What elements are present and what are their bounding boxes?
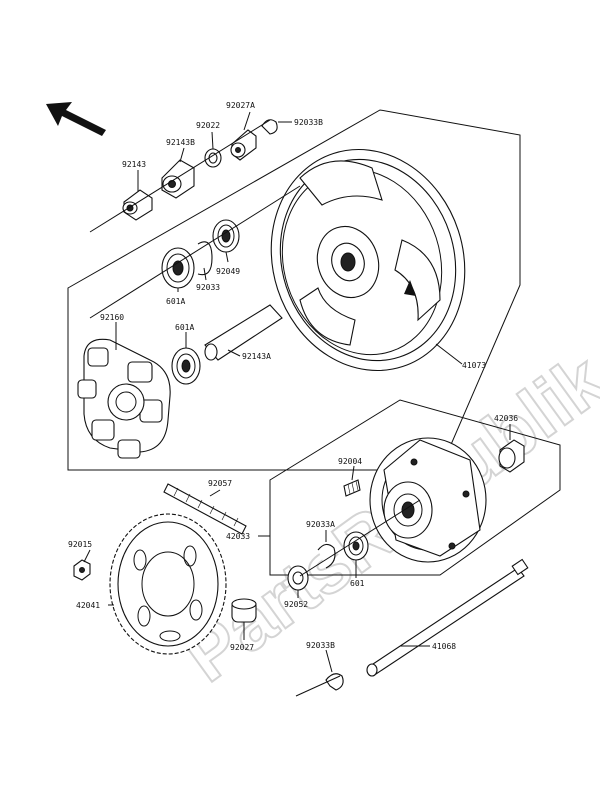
label-92052: 92052 xyxy=(284,600,308,609)
label-92033A: 92033A xyxy=(306,520,335,529)
spacer-92143A xyxy=(204,304,283,361)
bearing-601A-mid xyxy=(171,347,201,385)
sprocket-42041 xyxy=(109,513,227,655)
nut-92015 xyxy=(73,559,91,581)
cap-42036 xyxy=(498,439,525,473)
rear-wheel-41073 xyxy=(270,148,466,372)
bearing-601A-top xyxy=(161,247,195,289)
label-42033: 42033 xyxy=(226,532,250,541)
label-92027A: 92027A xyxy=(226,101,255,110)
direction-arrow-icon xyxy=(46,102,106,136)
label-92033: 92033 xyxy=(196,283,220,292)
label-92022: 92022 xyxy=(196,121,220,130)
hub-assembly-outline xyxy=(269,399,561,576)
collar-92027A xyxy=(230,129,257,161)
label-601: 601 xyxy=(350,579,365,588)
label-92143A: 92143A xyxy=(242,352,271,361)
collar-92143 xyxy=(122,189,153,221)
label-92143B: 92143B xyxy=(166,138,195,147)
axle-41068 xyxy=(366,558,529,677)
callout-lines xyxy=(83,111,511,673)
label-601A-mid: 601A xyxy=(175,323,194,332)
seal-92049 xyxy=(212,219,240,253)
label-92049: 92049 xyxy=(216,267,240,276)
bearing-601 xyxy=(343,531,369,561)
leader-line xyxy=(89,185,301,319)
wheel-assembly-outline xyxy=(67,109,521,471)
damper-92160 xyxy=(77,338,171,459)
label-42036: 42036 xyxy=(494,414,518,423)
leader-line xyxy=(299,499,421,577)
label-41068: 41068 xyxy=(432,642,456,651)
label-92004: 92004 xyxy=(338,457,362,466)
part-labels: 92027A 92033B 92022 92143B 92143 92049 9… xyxy=(68,101,518,652)
label-92033B-top: 92033B xyxy=(294,118,323,127)
label-92033B-bot: 92033B xyxy=(306,641,335,650)
label-42041: 42041 xyxy=(76,601,100,610)
circlip-92033 xyxy=(197,241,213,276)
circlip-92033A xyxy=(317,543,336,569)
label-92015: 92015 xyxy=(68,540,92,549)
leader-line xyxy=(295,675,341,697)
stud-92004 xyxy=(343,479,361,497)
label-41073: 41073 xyxy=(462,361,486,370)
collar-92052 xyxy=(287,565,309,591)
label-92027: 92027 xyxy=(230,643,254,652)
collar-92027 xyxy=(231,598,257,623)
chain-92057 xyxy=(163,483,247,535)
label-92160: 92160 xyxy=(100,313,124,322)
circlip-92033B-top xyxy=(261,119,278,135)
sprocket-hub-42033 xyxy=(369,437,487,563)
leader-line xyxy=(89,119,271,233)
label-92057: 92057 xyxy=(208,479,232,488)
circlip-92033B-bot xyxy=(325,673,344,691)
label-601A-top: 601A xyxy=(166,297,185,306)
collar-92143B xyxy=(161,159,195,199)
label-92143: 92143 xyxy=(122,160,146,169)
